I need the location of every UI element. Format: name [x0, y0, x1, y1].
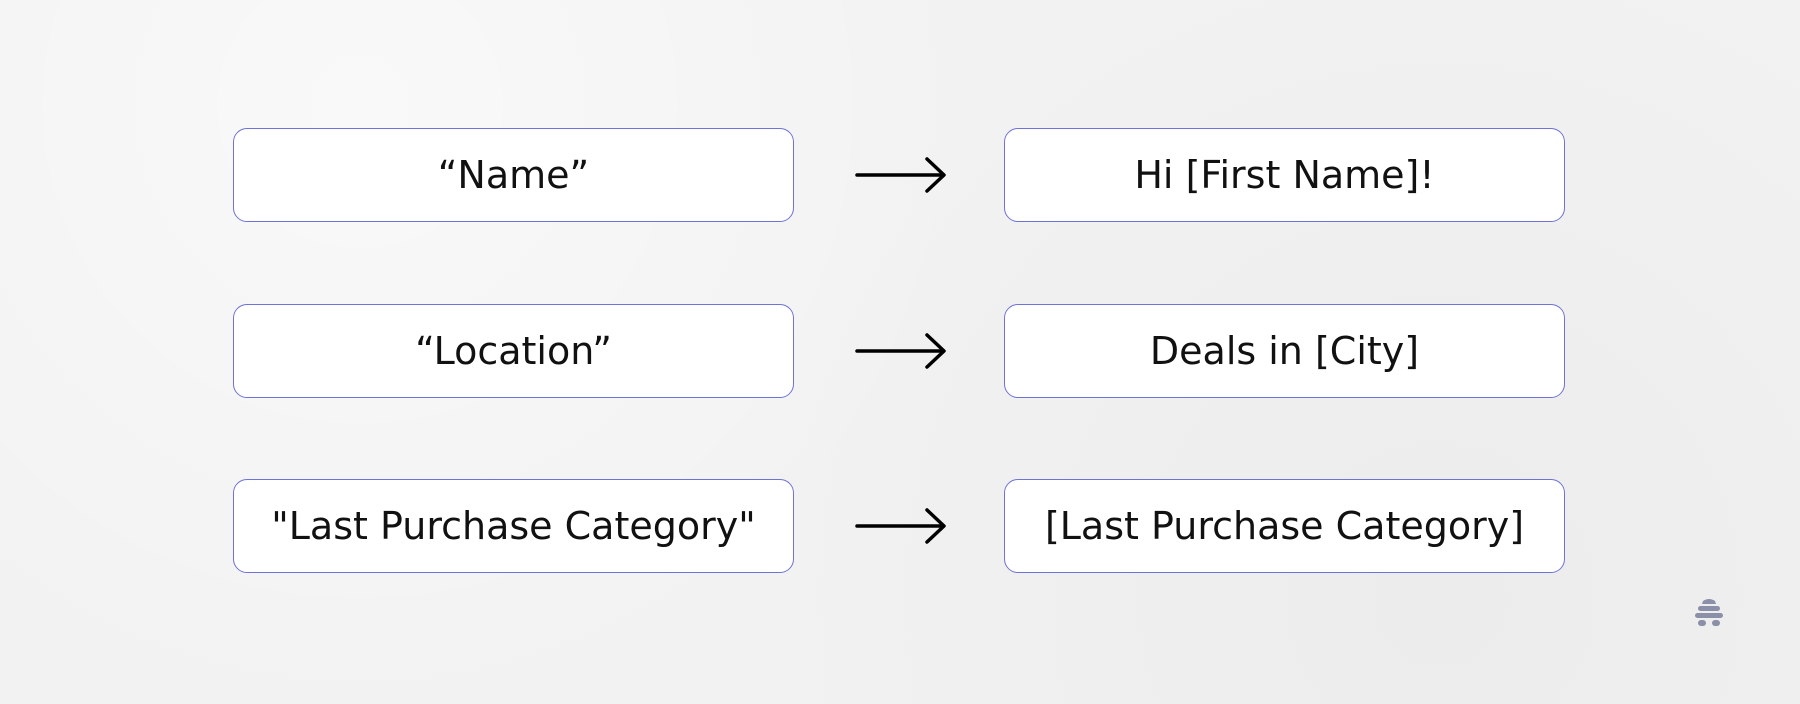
- right-arrow-icon: [855, 155, 949, 195]
- target-message-box: [Last Purchase Category]: [1004, 479, 1565, 573]
- target-message-box: Deals in [City]: [1004, 304, 1565, 398]
- beehive-logo-icon: [1692, 596, 1726, 630]
- mapping-row: “Location” Deals in [City]: [233, 304, 1568, 400]
- mapping-row: "Last Purchase Category" [Last Purchase …: [233, 479, 1568, 575]
- source-field-box: “Location”: [233, 304, 794, 398]
- source-field-box: “Name”: [233, 128, 794, 222]
- target-message-box: Hi [First Name]!: [1004, 128, 1565, 222]
- source-field-box: "Last Purchase Category": [233, 479, 794, 573]
- right-arrow-icon: [855, 331, 949, 371]
- right-arrow-icon: [855, 506, 949, 546]
- mapping-row: “Name” Hi [First Name]!: [233, 128, 1568, 224]
